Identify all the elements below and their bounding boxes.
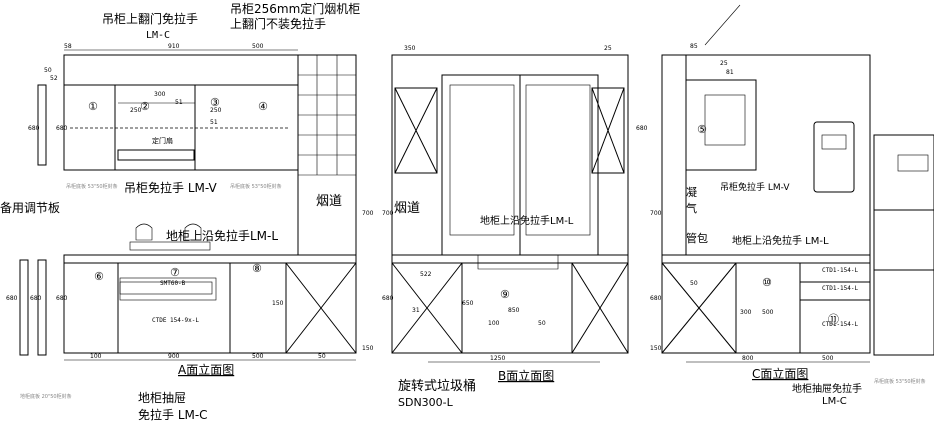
dim-label: 51 bbox=[210, 119, 218, 126]
dim-label: 680 bbox=[6, 295, 18, 302]
label-spare-board: 备用调节板 bbox=[0, 201, 60, 215]
dim-label: 900 bbox=[168, 353, 180, 360]
dim-label: 81 bbox=[726, 69, 734, 76]
elevation-b-title: B面立面图 bbox=[498, 368, 554, 383]
label-flue: 烟道 bbox=[394, 201, 420, 216]
label-hood-door: 定门扇 bbox=[152, 136, 173, 145]
dim-label: 350 bbox=[404, 45, 416, 52]
cabinet-number: ② bbox=[140, 100, 150, 113]
dim-label: 52 bbox=[50, 75, 58, 82]
dim-label: 800 bbox=[742, 355, 754, 362]
cabinet-number: ⑪ bbox=[828, 313, 839, 326]
label-trash: 旋转式垃圾桶 bbox=[398, 379, 476, 394]
dim-label: 51 bbox=[175, 99, 183, 106]
dim-label: 31 bbox=[412, 307, 420, 314]
dim-label: 680 bbox=[28, 125, 40, 132]
label-drawer-handle: 地柜抽屉免拉手 bbox=[792, 382, 862, 395]
cabinet-number: ⑥ bbox=[94, 270, 104, 283]
dim-label: 85 bbox=[690, 43, 698, 50]
label-wall-flip-code: LM-C bbox=[146, 30, 170, 41]
dim-label: 500 bbox=[252, 43, 264, 50]
dim-label: 700 bbox=[382, 210, 394, 217]
label-wall-handle: 吊柜免拉手 LM-V bbox=[720, 181, 790, 193]
label-base-top-handle: 地柜上沿免拉手LM-L bbox=[166, 228, 278, 243]
dim-label: 850 bbox=[508, 307, 520, 314]
dim-label: 500 bbox=[762, 309, 774, 316]
note-right: 吊柜底板 53"50柜封条 bbox=[874, 378, 926, 385]
note-right: 吊柜底板 53"50柜封条 bbox=[230, 183, 282, 190]
dim-label: 680 bbox=[636, 125, 648, 132]
label-wall-flip: 吊柜上翻门免拉手 bbox=[102, 11, 198, 26]
dim-label: 50 bbox=[44, 67, 52, 74]
elevation-b: ⑨ 地柜上沿免拉手LM-L 烟道 旋转式垃圾桶 SDN300-L 350 25 … bbox=[382, 45, 648, 409]
dim-label: 50 bbox=[690, 280, 698, 287]
label-base-top-handle: 地柜上沿免拉手 LM-L bbox=[732, 234, 829, 247]
dim-label: 25 bbox=[604, 45, 612, 52]
dim-label: 150 bbox=[272, 300, 284, 307]
dim-label: 1250 bbox=[490, 355, 505, 362]
dim-label: 25 bbox=[720, 60, 728, 67]
dim-label: 500 bbox=[822, 355, 834, 362]
note-left: 吊柜底板 53"50柜封条 bbox=[66, 183, 118, 190]
label-drawer-code: CTD1-154-L bbox=[822, 267, 859, 274]
dim-label: 50 bbox=[538, 320, 546, 327]
dim-label: 58 bbox=[64, 43, 72, 50]
label-drawer-code: CTDE 154-9x-L bbox=[152, 317, 199, 324]
label-drawer-code: CTD1-154-L bbox=[822, 285, 859, 292]
label-base-top-handle: 地柜上沿免拉手LM-L bbox=[480, 214, 574, 227]
dim-label: 700 bbox=[362, 210, 374, 217]
label-gas-pipe-line2: 气 bbox=[686, 201, 697, 215]
dim-label: 300 bbox=[154, 91, 166, 98]
dim-label: 680 bbox=[56, 125, 68, 132]
elevation-a-title: A面立面图 bbox=[178, 362, 234, 377]
dim-label: 100 bbox=[488, 320, 500, 327]
cabinet-number: ⑧ bbox=[252, 262, 262, 275]
label-drawer-handle-line2: 免拉手 LM-C bbox=[138, 407, 208, 422]
dim-label: 522 bbox=[420, 271, 432, 278]
dim-label: 150 bbox=[650, 345, 662, 352]
label-wall-256: 吊柜256mm定门烟机柜 bbox=[230, 1, 360, 16]
dim-label: 100 bbox=[90, 353, 102, 360]
label-wall-handle: 吊柜免拉手 LM-V bbox=[124, 180, 217, 195]
cabinet-number: ⑩ bbox=[762, 276, 772, 289]
label-drawer-code: CTD1-154-L bbox=[822, 321, 859, 328]
dim-label: 50 bbox=[318, 353, 326, 360]
elevation-a: ① ② ③ ④ ⑥ ⑦ ⑧ 吊柜上翻门免拉手 LM-C 吊柜256mm定门烟机柜… bbox=[0, 1, 374, 422]
dim-label: 650 bbox=[462, 300, 474, 307]
label-trash-code: SDN300-L bbox=[398, 396, 454, 409]
cabinet-number: ⑨ bbox=[500, 288, 510, 301]
cabinet-number: ⑦ bbox=[170, 266, 180, 279]
label-gas-pipe-line3: 凝 bbox=[686, 185, 697, 199]
dim-label: 250 bbox=[130, 107, 142, 114]
dim-label: 680 bbox=[56, 295, 68, 302]
dim-label: 680 bbox=[650, 295, 662, 302]
dim-label: 700 bbox=[650, 210, 662, 217]
elevation-c-title: C面立面图 bbox=[752, 366, 808, 381]
label-gas-pipe: 管包 bbox=[686, 231, 708, 245]
note-bottom: 地柜底板 20"50柜封条 bbox=[20, 393, 72, 400]
dim-label: 250 bbox=[210, 107, 222, 114]
tile-wall bbox=[297, 54, 357, 256]
label-wall-256-line2: 上翻门不装免拉手 bbox=[230, 16, 326, 31]
cabinet-number: ⑤ bbox=[697, 123, 707, 136]
cabinet-number: ④ bbox=[258, 100, 268, 113]
label-flue: 烟道 bbox=[316, 194, 342, 209]
dim-label: 300 bbox=[740, 309, 752, 316]
dim-label: 500 bbox=[252, 353, 264, 360]
label-drawer-code: LM-C bbox=[822, 396, 847, 407]
dim-label: 680 bbox=[382, 295, 394, 302]
dim-label: 910 bbox=[168, 43, 180, 50]
water-heater-icon bbox=[813, 121, 855, 193]
cabinet-number: ③ bbox=[210, 96, 220, 109]
elevation-c: ⑤ ⑩ ⑪ 地柜上沿免拉手 LM-L 吊柜免拉手 LM-V 地柜抽屉免拉手 LM… bbox=[650, 4, 934, 407]
dim-label: 150 bbox=[362, 345, 374, 352]
label-drawer-handle: 地柜抽屉 bbox=[138, 391, 186, 405]
dim-label: 680 bbox=[30, 295, 42, 302]
label-sink-code: SMT60-B bbox=[160, 280, 186, 287]
cabinet-number: ① bbox=[88, 100, 98, 113]
